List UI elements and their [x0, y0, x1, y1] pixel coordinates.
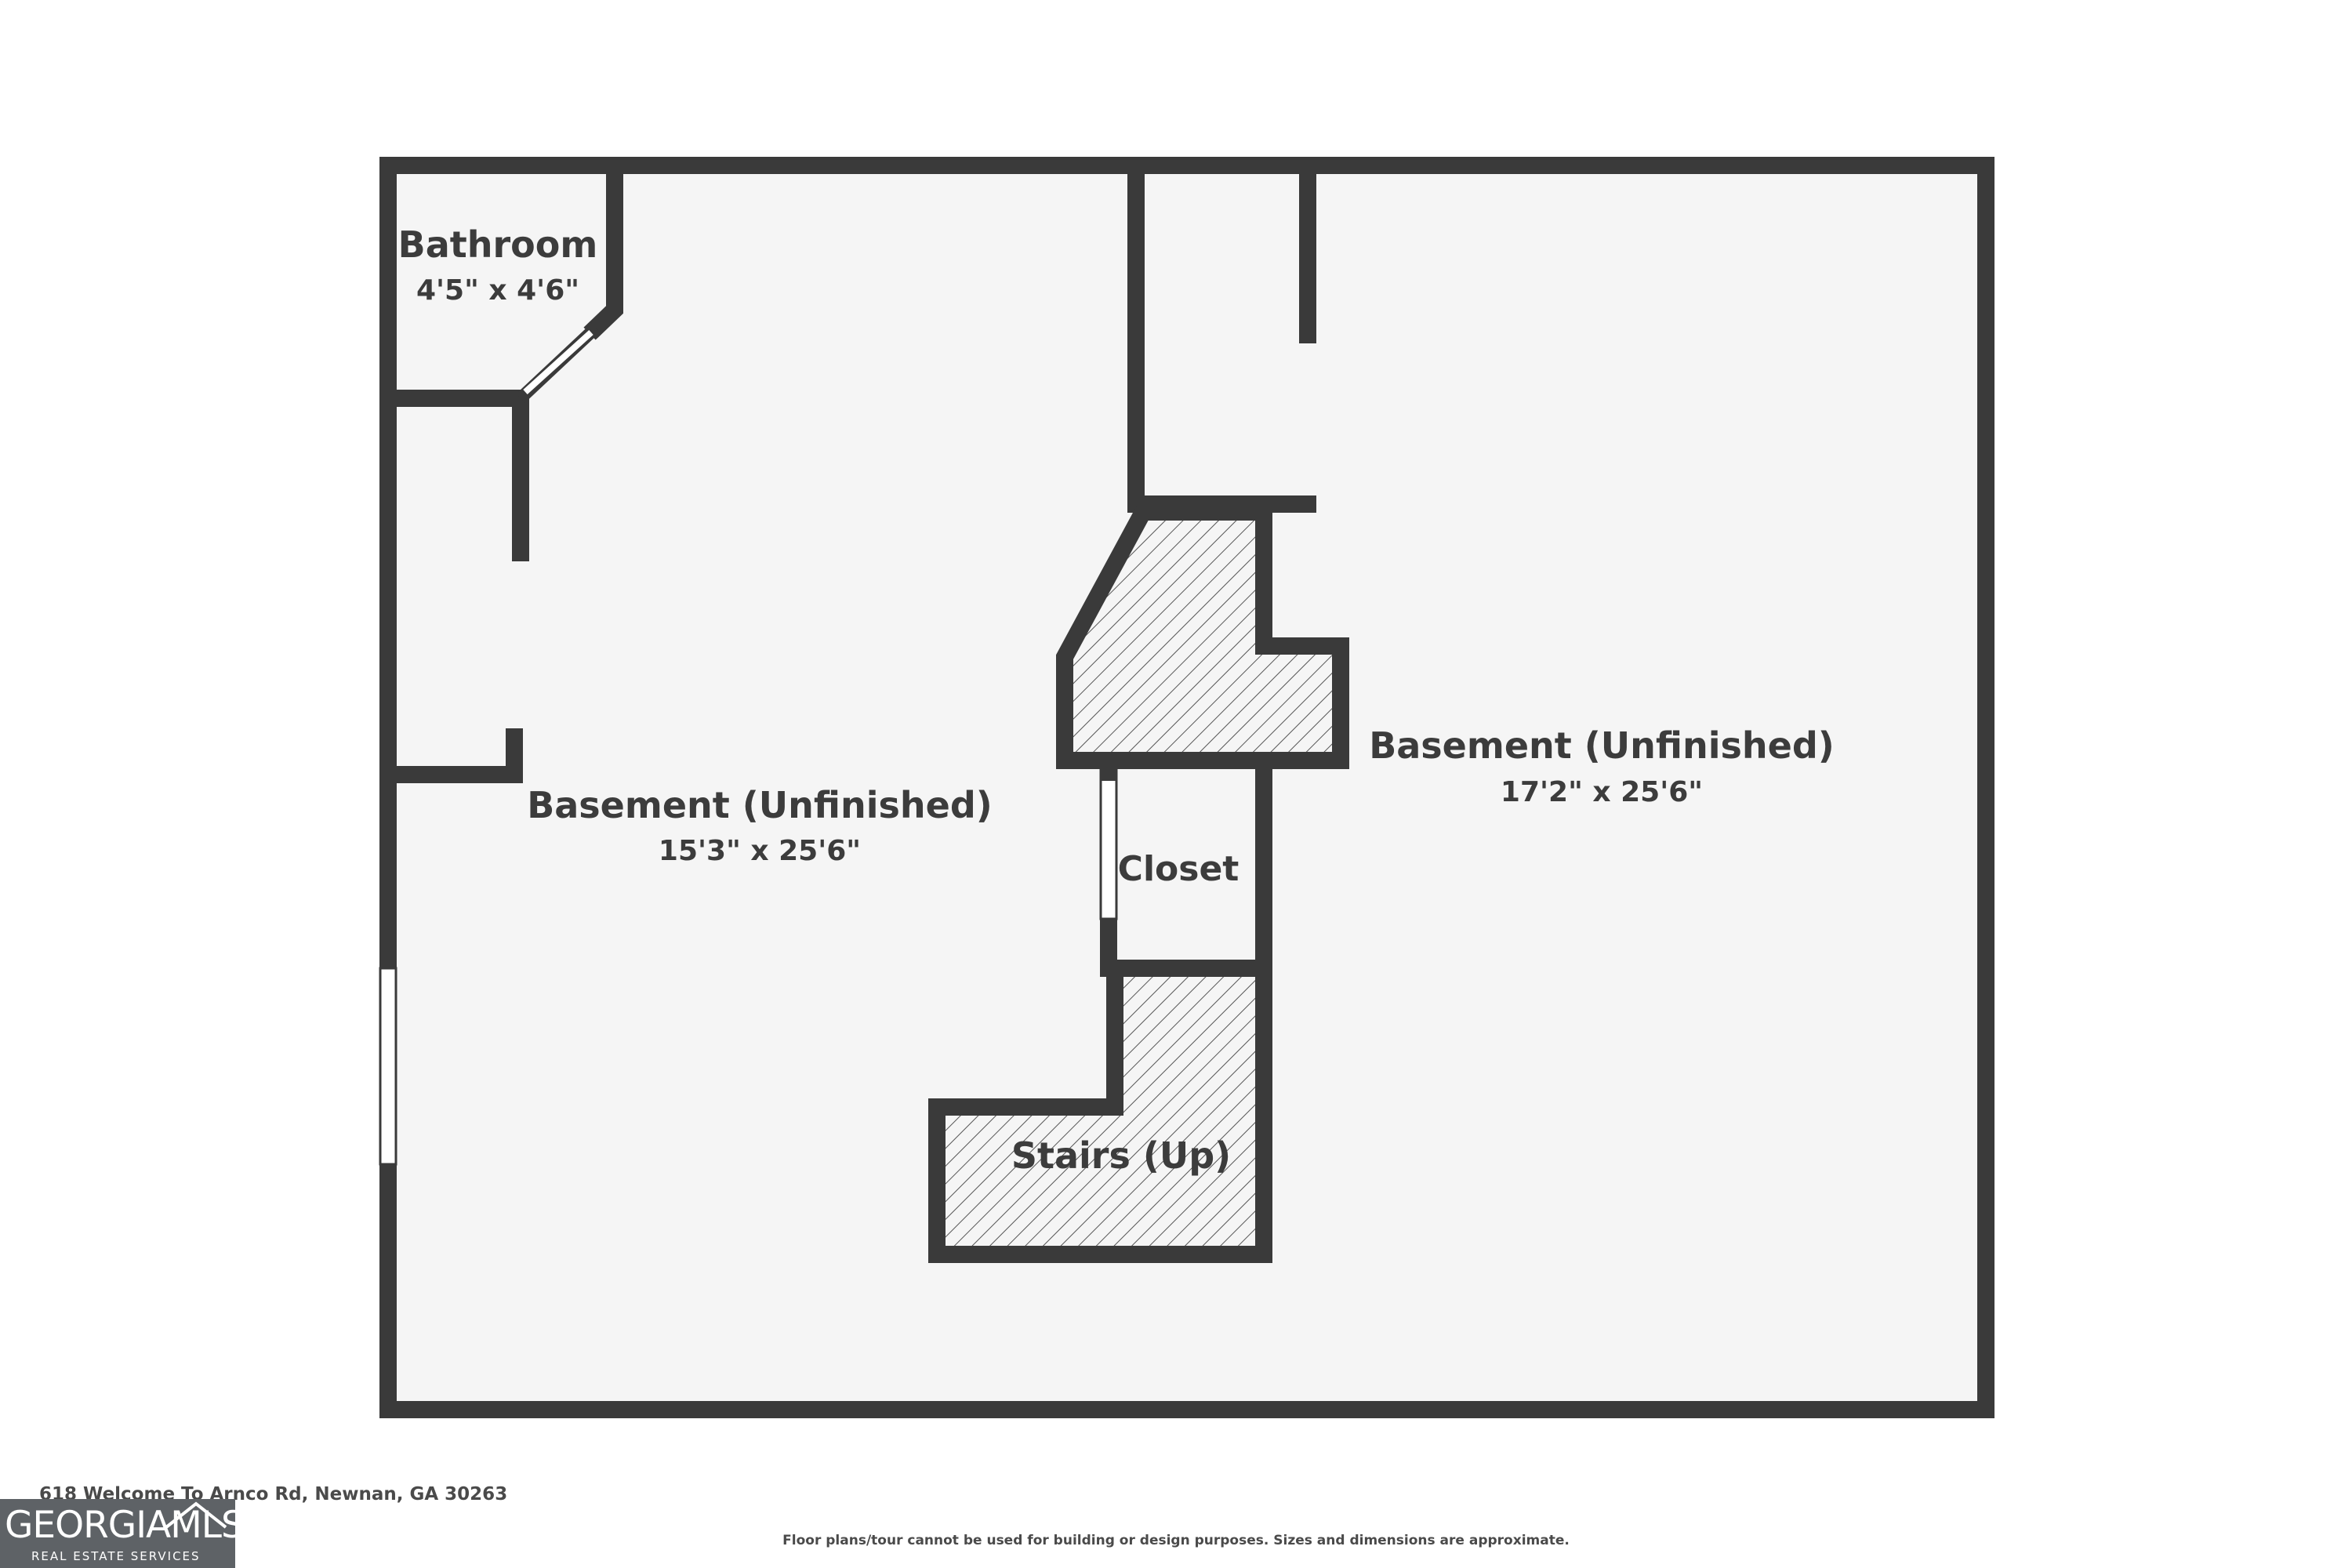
outer-wall: [379, 157, 1994, 1418]
bathroom-dimensions: 4'5" x 4'6": [416, 274, 579, 307]
logo-tagline: REAL ESTATE SERVICES: [31, 1549, 201, 1563]
left-nook-wall: [379, 728, 523, 783]
georgia-mls-logo: GEORGIAMLS REAL ESTATE SERVICES: [0, 1499, 235, 1568]
disclaimer-text: Floor plans/tour cannot be used for buil…: [782, 1533, 1570, 1548]
basement-left-label: Basement (Unfinished): [527, 784, 993, 826]
basement-left-dimensions: 15'3" x 25'6": [659, 835, 861, 867]
chimney-wall: [1056, 503, 1349, 769]
closet-door: [1099, 768, 1118, 920]
left-window: [379, 967, 397, 1166]
doors: [379, 323, 1118, 1166]
house-roof-icon: [165, 1501, 227, 1529]
chimney-hatched-area: [1065, 512, 1341, 760]
stairs-label: Stairs (Up): [1011, 1134, 1231, 1177]
closet-door-top: [1101, 770, 1116, 781]
closet-label: Closet: [1118, 849, 1240, 889]
logo-wordmark: GEORGIAMLS: [5, 1504, 235, 1547]
bathroom-label: Bathroom: [398, 223, 598, 266]
basement-right-label: Basement (Unfinished): [1369, 724, 1835, 767]
walls: [379, 157, 1994, 1418]
stairs-wall: [928, 960, 1272, 1263]
bathroom-wall: [583, 157, 623, 340]
basement-right-dimensions: 17'2" x 25'6": [1501, 776, 1703, 808]
bathroom-door-fill: [523, 330, 593, 394]
